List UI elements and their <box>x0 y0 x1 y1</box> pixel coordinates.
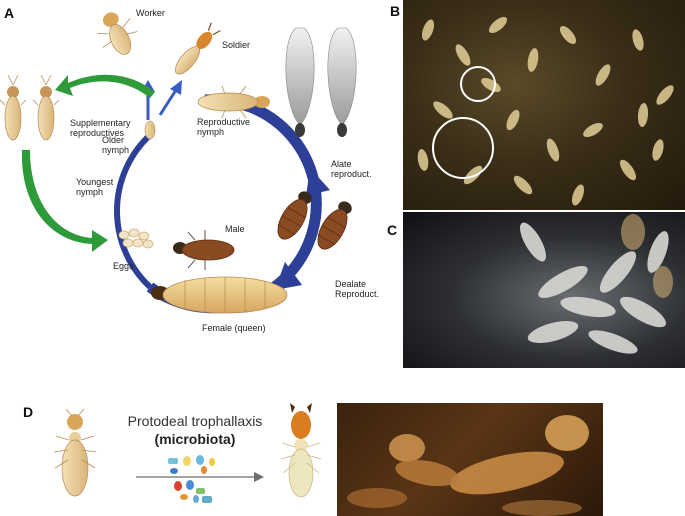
label-youngest-nymph: Youngest nymph <box>76 177 114 197</box>
panel-b-letter: B <box>390 3 401 19</box>
panel-d-photo <box>337 403 603 516</box>
green-arrows <box>21 74 155 252</box>
alate-reproductives <box>285 27 357 137</box>
worker-termite <box>97 12 138 55</box>
soldier-termite-d <box>280 403 322 498</box>
colony-texture <box>417 16 674 206</box>
eggs <box>118 228 154 249</box>
microbiota-arrow <box>136 455 264 503</box>
label-queen: Female (queen) <box>202 323 266 333</box>
branch-arrows <box>141 80 182 120</box>
panel-b-photo <box>403 0 685 210</box>
trophallaxis-subtitle: (microbiota) <box>154 431 236 447</box>
panel-d-letter: D <box>23 404 34 420</box>
life-cycle-diagram <box>0 12 357 314</box>
panel-c-photo <box>403 212 685 368</box>
panel-c-letter: C <box>387 222 398 238</box>
microbes <box>168 455 215 503</box>
label-older-nymph: Older nymph <box>102 135 130 155</box>
panel-a-letter: A <box>4 5 15 21</box>
highlight-circle-1 <box>460 66 496 102</box>
label-supplementary: Supplementary reproductives <box>70 118 131 138</box>
trophallaxis-title: Protodeal trophallaxis <box>127 413 263 429</box>
label-reproductive-nymph: Reproductive nymph <box>197 117 251 137</box>
reproductive-nymph <box>197 85 270 119</box>
worker-termite-d <box>53 408 97 497</box>
male-termite <box>173 230 235 270</box>
label-eggs: Eggs <box>113 261 134 271</box>
label-dealate: Dealate Reproduct. <box>335 279 380 299</box>
panel-a: A <box>0 0 400 345</box>
highlight-circle-2 <box>432 117 494 179</box>
trophallaxis-photo-texture <box>347 415 589 516</box>
alates-texture <box>520 214 673 354</box>
label-worker: Worker <box>136 8 165 18</box>
dealate-reproductives <box>277 191 352 250</box>
label-soldier: Soldier <box>222 40 251 50</box>
queen-termite <box>151 276 288 314</box>
label-alate: Alate reproduct. <box>331 159 372 179</box>
supplementary-reproductives <box>0 74 60 141</box>
label-male: Male <box>225 224 245 234</box>
older-nymph <box>144 120 156 140</box>
soldier-termite <box>174 22 221 75</box>
